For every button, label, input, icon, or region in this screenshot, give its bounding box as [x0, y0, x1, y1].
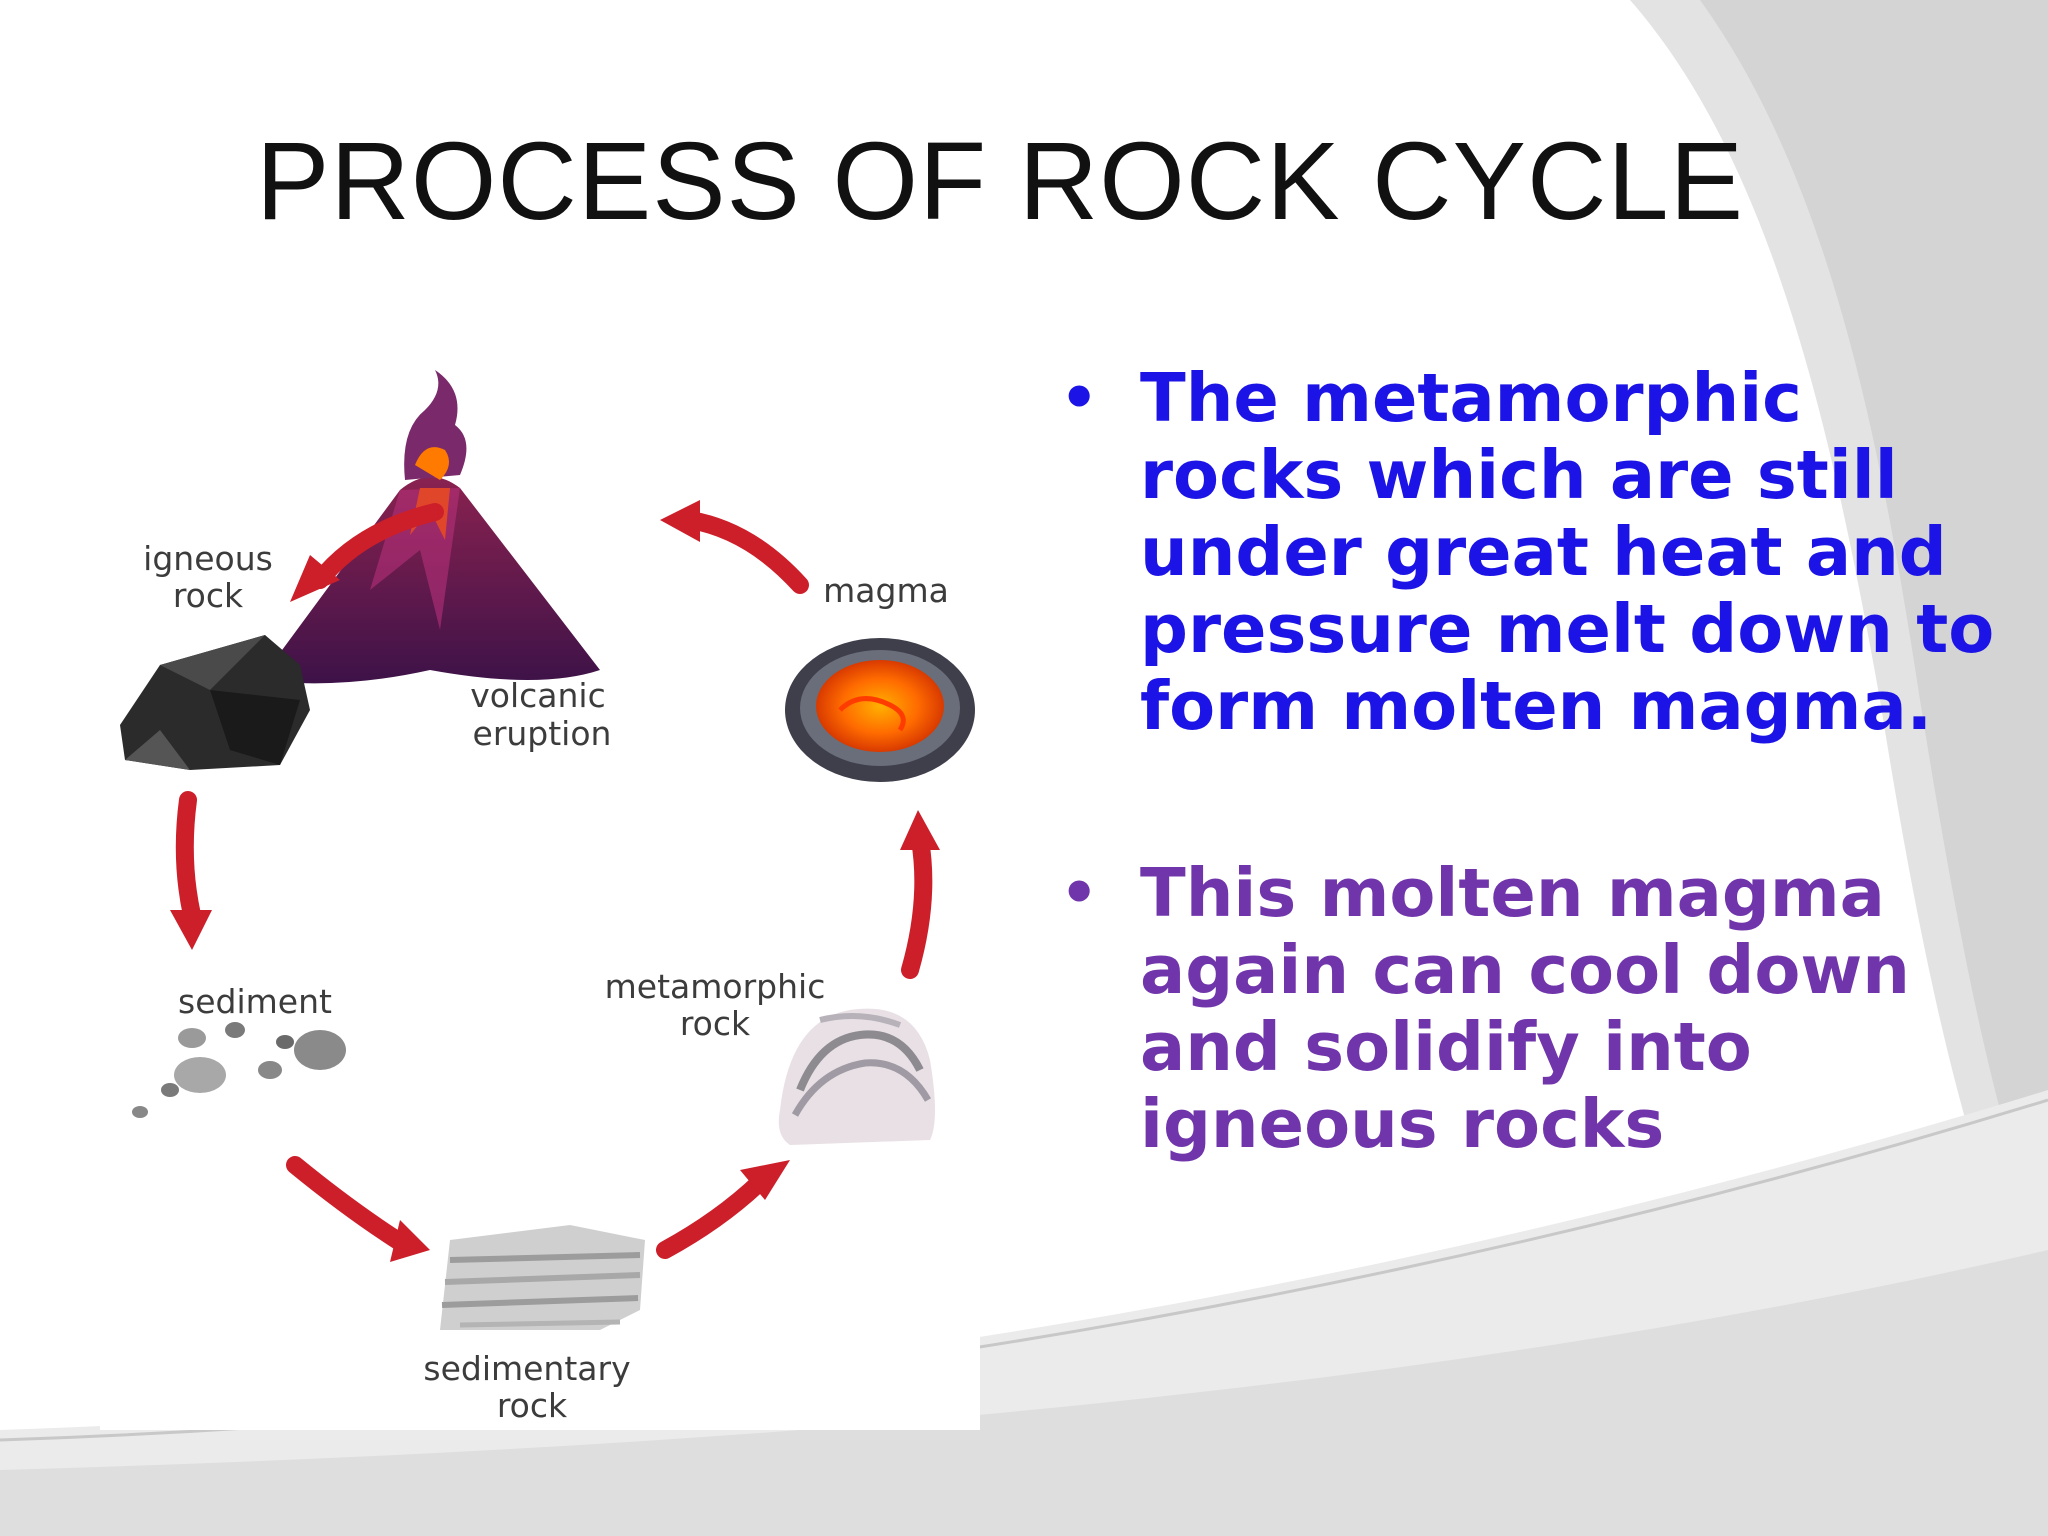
background-swoosh-bottom-inner [0, 1250, 2048, 1536]
arrowhead-sediment [170, 910, 212, 950]
arrowhead-sedimentary [390, 1220, 430, 1262]
label-volcanic-line2: eruption [473, 714, 612, 753]
label-volcanic-line1: volcanic [470, 676, 605, 715]
rock-cycle-illustration: igneous rock volcanic eruption magma sed… [120, 370, 975, 1425]
bullet-marker: • [1060, 858, 1099, 928]
metamorphic-rock-icon [778, 1008, 935, 1145]
sediment-icon [132, 1022, 346, 1118]
arrowhead-metamorphic [740, 1160, 790, 1200]
igneous-rock-icon [120, 635, 310, 770]
slide-title: PROCESS OF ROCK CYCLE [256, 120, 1744, 243]
arrow-sedimentary-to-metamorphic [656, 1173, 769, 1259]
arrow-magma-to-volcano [681, 511, 809, 594]
bullet-item-1: • The metamorphic rocks which are still … [1060, 360, 2020, 745]
cycle-arrows [175, 503, 933, 1259]
bullet-text: This molten magma again can cool down an… [1140, 854, 1910, 1163]
arrowhead-magma [900, 810, 940, 850]
bullet-list: • The metamorphic rocks which are still … [1060, 360, 2020, 1163]
rock-cycle-diagram: igneous rock volcanic eruption magma sed… [100, 370, 980, 1430]
arrowhead-volcano [660, 500, 700, 542]
label-magma: magma [823, 571, 949, 610]
label-igneous-line1: igneous [143, 539, 273, 578]
sedimentary-rock-icon [440, 1225, 645, 1330]
arrow-heads [170, 500, 940, 1262]
background-swoosh-right-inner [1700, 0, 2048, 1250]
label-sedimentary-line1: sedimentary [423, 1349, 630, 1388]
label-igneous-line2: rock [173, 576, 244, 615]
bullet-item-2: • This molten magma again can cool down … [1060, 855, 2020, 1163]
label-metamorphic-line1: metamorphic [605, 967, 826, 1006]
magma-icon [785, 638, 975, 782]
arrowhead-igneous [290, 555, 340, 602]
volcano-icon [260, 370, 600, 684]
arrow-volcano-to-igneous [311, 503, 444, 589]
arrow-metamorphic-to-magma [901, 831, 933, 979]
bullet-text: The metamorphic rocks which are still un… [1140, 359, 1995, 745]
label-sediment: sediment [178, 982, 332, 1021]
label-sedimentary-line2: rock [497, 1386, 568, 1425]
arrow-igneous-to-sediment [175, 791, 201, 924]
arrow-sediment-to-sedimentary [286, 1156, 409, 1251]
bullet-marker: • [1060, 363, 1099, 433]
label-metamorphic-line2: rock [680, 1004, 751, 1043]
